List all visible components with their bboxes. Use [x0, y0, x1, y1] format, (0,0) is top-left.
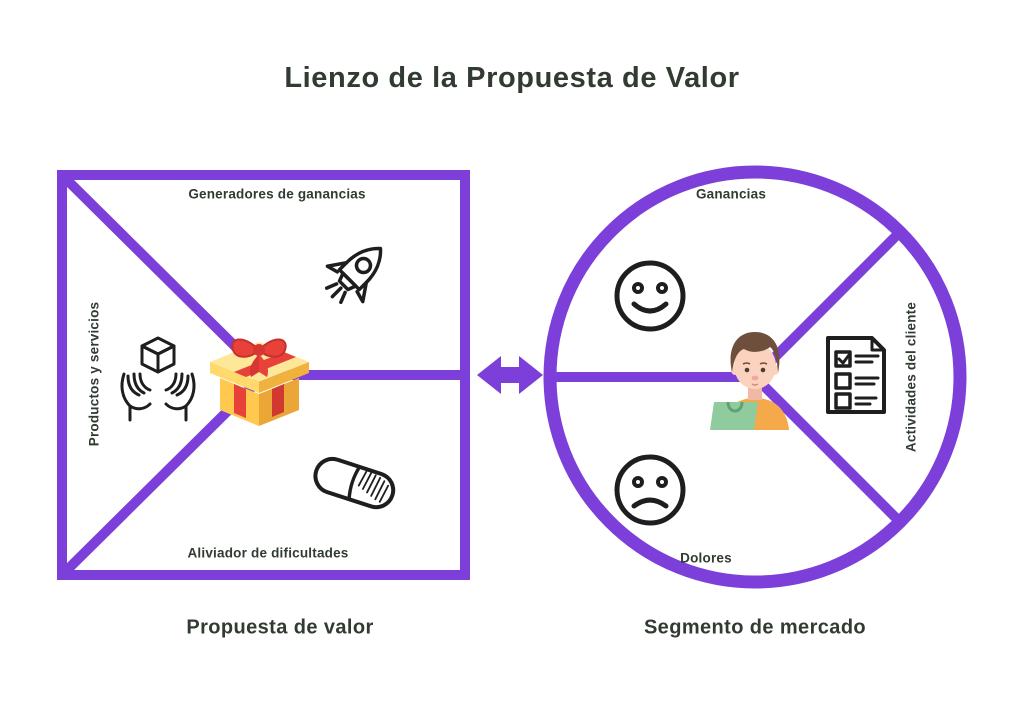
- hands-product-icon: [120, 336, 196, 422]
- pains-label: Dolores: [680, 550, 732, 566]
- customer-jobs-label: Actividades del cliente: [903, 301, 919, 453]
- square-diagonal-top-left: [58, 171, 268, 379]
- circle-upper-right-divider: [751, 228, 904, 381]
- market-segment-caption: Segmento de mercado: [643, 616, 867, 639]
- pain-relievers-label: Aliviador de dificultades: [187, 545, 349, 561]
- pill-icon: [313, 456, 396, 510]
- gain-creators-label: Generadores de ganancias: [188, 186, 366, 202]
- double-arrow-icon: [477, 356, 543, 394]
- page-title: Lienzo de la Propuesta de Valor: [284, 62, 740, 94]
- sad-face-icon: [614, 454, 686, 526]
- customer-avatar-illustration: [710, 332, 789, 430]
- gift-box-illustration: [210, 338, 309, 426]
- circle-lower-right-divider: [751, 373, 904, 526]
- checklist-icon: [826, 336, 886, 414]
- happy-face-icon: [614, 260, 686, 332]
- value-proposition-caption: Propuesta de valor: [186, 616, 374, 639]
- gains-label: Ganancias: [695, 186, 767, 202]
- products-services-label: Productos y servicios: [86, 301, 102, 447]
- rocket-icon: [324, 246, 383, 305]
